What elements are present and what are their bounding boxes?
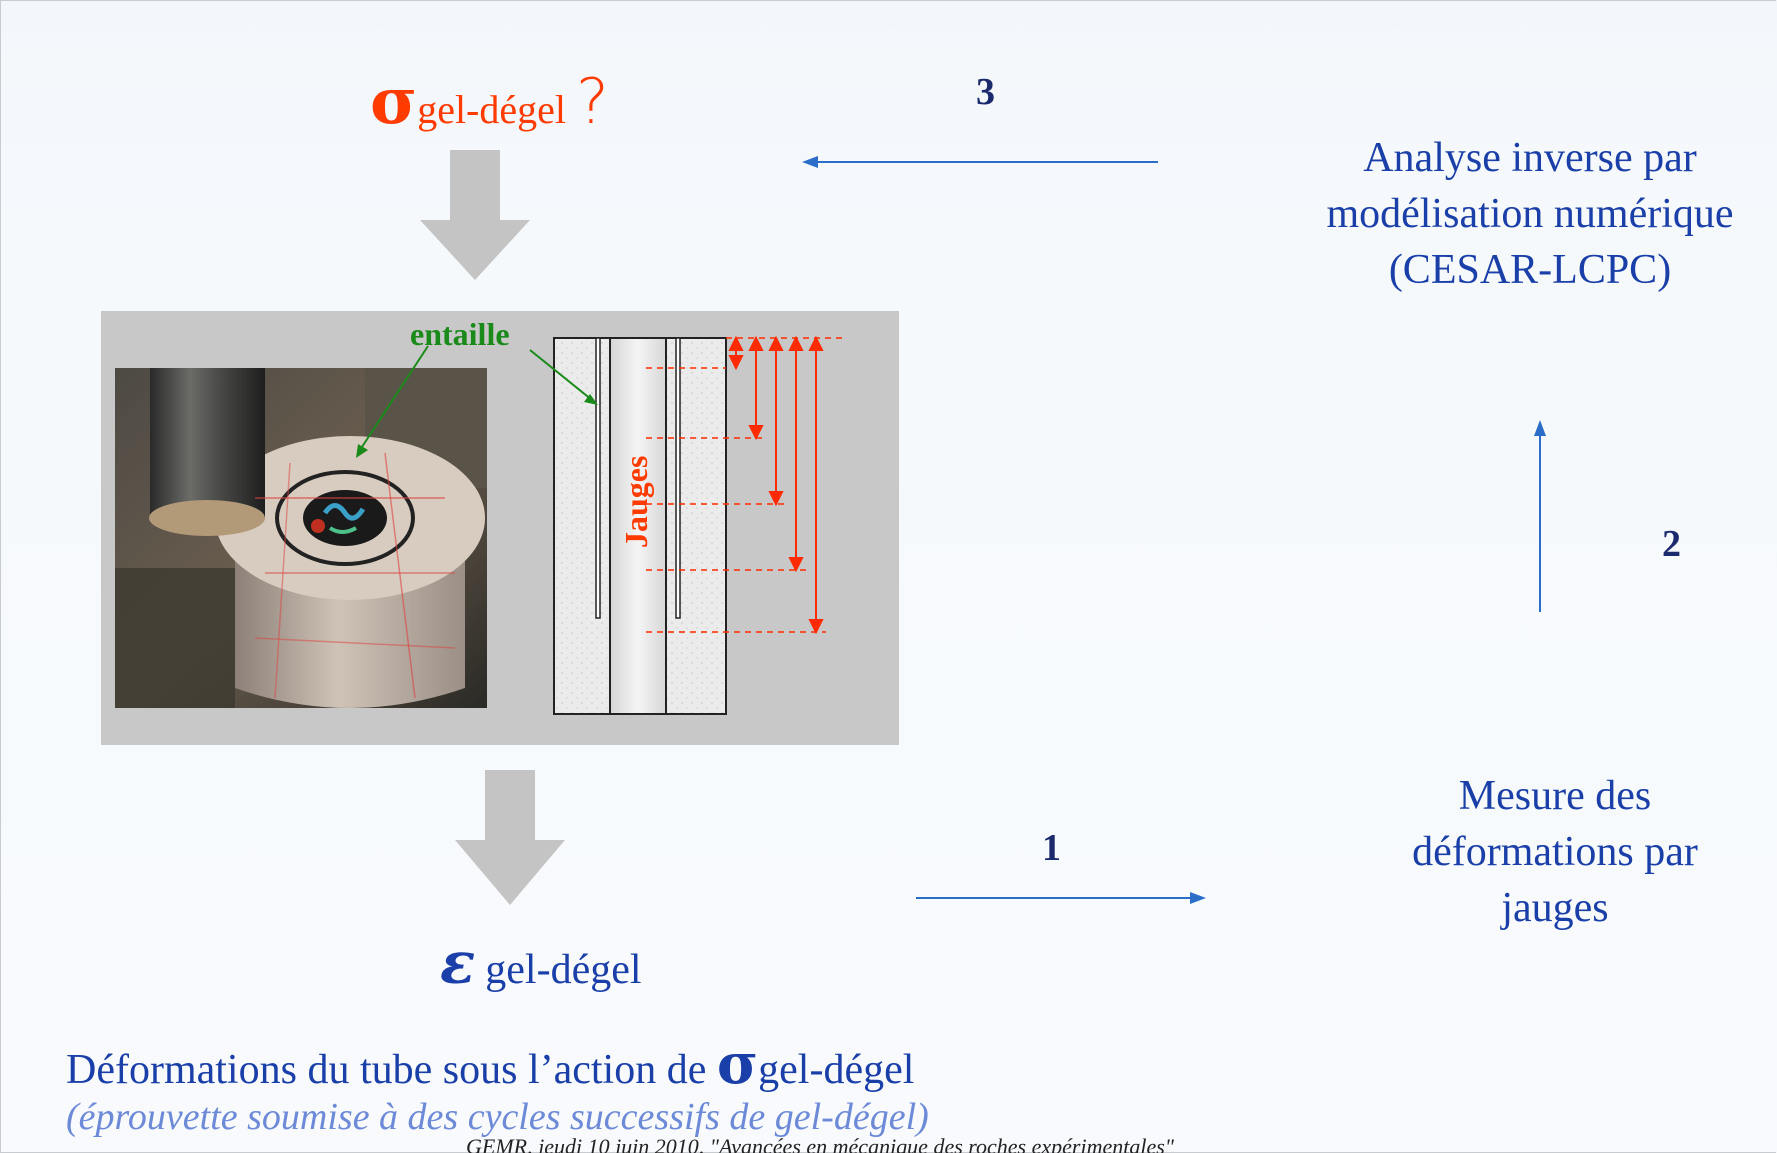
inverse-analysis-text: Analyse inverse par modélisation numériq… bbox=[1290, 130, 1770, 298]
gauge-measure-line3: jauges bbox=[1501, 885, 1609, 931]
arrow-step-3-head bbox=[802, 156, 818, 168]
deformation-title: Déformations du tube sous l’action de σg… bbox=[66, 1036, 914, 1092]
sigma-subscript: gel-dégel bbox=[417, 87, 566, 132]
gauge-measure-line1: Mesure des bbox=[1458, 773, 1652, 819]
gauges-label: Jauges bbox=[618, 455, 654, 548]
inverse-analysis-line2: modélisation numérique bbox=[1326, 191, 1734, 237]
deformation-title-sigma: σ bbox=[716, 1031, 759, 1097]
gauge-schematic bbox=[553, 335, 846, 715]
arrow-step-1-head bbox=[1190, 892, 1206, 904]
footer: GEMR, jeudi 10 juin 2010, "Avancées en m… bbox=[466, 1134, 1175, 1153]
sigma-symbol: σ bbox=[370, 64, 418, 139]
specimen-photo bbox=[115, 368, 487, 708]
gauge-measure-text: Mesure des déformations par jauges bbox=[1340, 768, 1770, 936]
epsilon-symbol: ε bbox=[440, 929, 476, 997]
arrow-step-2-head bbox=[1534, 420, 1546, 436]
deformation-title-suffix: gel-dégel bbox=[758, 1047, 915, 1093]
inverse-analysis-line1: Analyse inverse par bbox=[1363, 135, 1697, 181]
notch-label: entaille bbox=[410, 316, 510, 352]
deformation-subtitle: (éprouvette soumise à des cycles success… bbox=[66, 1096, 929, 1138]
deformation-title-prefix: Déformations du tube sous l’action de bbox=[66, 1047, 717, 1093]
question-mark: ? bbox=[576, 65, 609, 138]
inverse-analysis-line3: (CESAR-LCPC) bbox=[1388, 247, 1672, 293]
sigma-freeze-thaw-label: σgel-dégel? bbox=[370, 70, 609, 134]
step-1-label: 1 bbox=[1042, 827, 1061, 869]
down-block-arrow-top bbox=[420, 150, 530, 280]
step-3-label: 3 bbox=[976, 71, 995, 113]
gauge-measure-line2: déformations par bbox=[1412, 829, 1698, 875]
epsilon-subscript: gel-dégel bbox=[485, 947, 642, 993]
down-block-arrow-bottom bbox=[455, 770, 565, 905]
step-2-label: 2 bbox=[1662, 523, 1681, 565]
